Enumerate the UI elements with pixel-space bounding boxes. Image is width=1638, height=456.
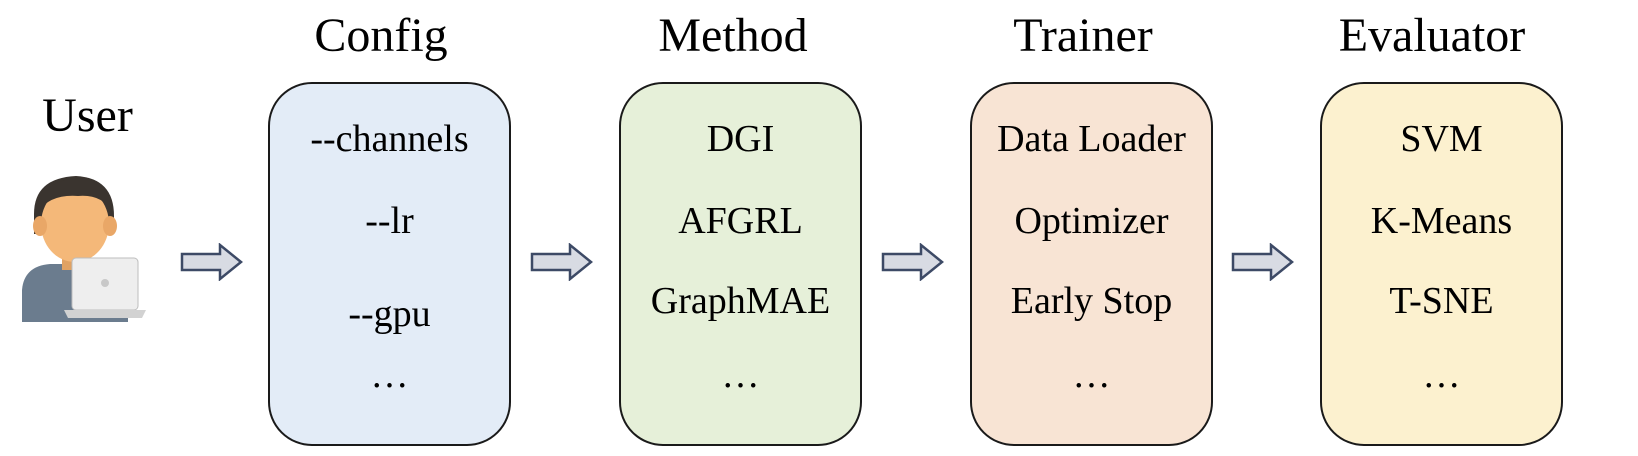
stage-item-evaluator-0: SVM bbox=[1400, 118, 1483, 160]
laptop-base bbox=[64, 310, 146, 318]
stage-item-trainer-2: Early Stop bbox=[1010, 280, 1173, 322]
stage-item-config-3: … bbox=[370, 354, 409, 396]
arrow-shape-1 bbox=[530, 243, 593, 281]
stage-item-config-0: --channels bbox=[310, 118, 469, 160]
stage-item-method-1: AFGRL bbox=[678, 200, 803, 242]
right-arrow-icon bbox=[530, 243, 593, 281]
stage-item-evaluator-1: K-Means bbox=[1370, 200, 1513, 242]
stage-title-config: Config bbox=[314, 9, 448, 62]
right-arrow-icon bbox=[881, 243, 944, 281]
stage-item-evaluator-2: T-SNE bbox=[1389, 280, 1494, 322]
right-arrow-icon bbox=[1231, 243, 1294, 281]
user-face bbox=[41, 186, 109, 262]
laptop-logo bbox=[101, 279, 109, 287]
stage-box-method: DGI AFGRL GraphMAE … bbox=[619, 82, 862, 446]
stage-title-method: Method bbox=[658, 9, 808, 62]
stage-item-trainer-0: Data Loader bbox=[997, 118, 1186, 160]
arrow-shape-3 bbox=[1231, 243, 1294, 281]
user-label: User bbox=[42, 89, 133, 142]
stage-item-method-0: DGI bbox=[706, 118, 775, 160]
stage-item-evaluator-3: … bbox=[1422, 354, 1461, 396]
stage-item-trainer-1: Optimizer bbox=[1014, 200, 1169, 242]
stage-box-config: --channels --lr --gpu … bbox=[268, 82, 511, 446]
stage-item-config-1: --lr bbox=[365, 200, 414, 242]
user-ear-right bbox=[103, 216, 117, 236]
stage-title-trainer: Trainer bbox=[1013, 9, 1153, 62]
stage-item-method-2: GraphMAE bbox=[650, 280, 831, 322]
arrow-shape-0 bbox=[180, 243, 243, 281]
right-arrow-icon bbox=[180, 243, 243, 281]
arrow-shape-2 bbox=[881, 243, 944, 281]
stage-title-evaluator: Evaluator bbox=[1338, 9, 1526, 62]
user-ear-left bbox=[33, 216, 47, 236]
stage-item-config-2: --gpu bbox=[348, 293, 431, 335]
user-with-laptop-icon bbox=[22, 176, 146, 322]
stage-item-method-3: … bbox=[721, 354, 760, 396]
user-hair-front bbox=[38, 178, 112, 212]
stage-item-trainer-3: … bbox=[1072, 354, 1111, 396]
